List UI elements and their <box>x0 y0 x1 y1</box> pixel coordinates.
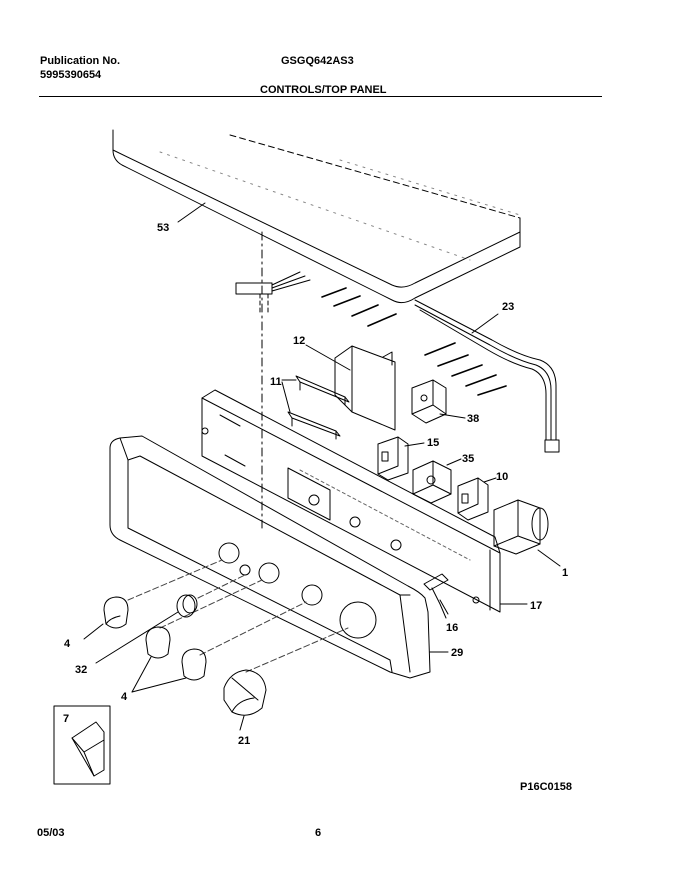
wire-connector-part <box>235 271 311 313</box>
callout-4-top: 4 <box>64 638 71 650</box>
switch-part-15 <box>377 436 425 481</box>
callout-11: 11 <box>270 376 282 388</box>
top-panel-part <box>112 129 521 304</box>
publication-label: Publication No. <box>40 55 121 67</box>
model-number: GSGQ642AS3 <box>281 55 354 67</box>
knob-part-32 <box>95 594 198 664</box>
callout-35: 35 <box>462 453 474 465</box>
callout-23: 23 <box>502 301 514 313</box>
switch-part-35 <box>412 458 462 504</box>
knob-part-4-top <box>83 596 129 640</box>
callout-29: 29 <box>451 647 463 659</box>
header-rule <box>39 96 602 97</box>
callout-1: 1 <box>562 567 568 579</box>
callout-12: 12 <box>293 335 305 347</box>
callout-10: 10 <box>496 471 508 483</box>
section-title: CONTROLS/TOP PANEL <box>260 84 387 96</box>
callout-4-bottom: 4 <box>121 691 128 703</box>
timer-part <box>493 499 561 567</box>
bracket-part <box>305 344 396 431</box>
knob-part-21 <box>223 669 267 731</box>
inset-box-7 <box>53 705 111 785</box>
callout-38: 38 <box>467 413 479 425</box>
callout-32: 32 <box>75 664 87 676</box>
callout-53: 53 <box>157 222 169 234</box>
console-part <box>109 435 449 679</box>
publication-number: 5995390654 <box>40 69 102 81</box>
callout-16: 16 <box>446 622 458 634</box>
callout-7: 7 <box>63 713 69 725</box>
wire-harness-part <box>321 287 560 453</box>
switch-part-38 <box>411 379 466 424</box>
callout-15: 15 <box>427 437 439 449</box>
footer-date: 05/03 <box>37 827 65 839</box>
bulb-part <box>423 573 449 619</box>
control-panel-part <box>201 389 528 613</box>
knob-parts-4 <box>131 626 207 693</box>
switch-part-10 <box>457 477 497 521</box>
diagram-code: P16C0158 <box>520 781 572 793</box>
callout-17: 17 <box>530 600 542 612</box>
page-number: 6 <box>315 827 322 839</box>
clip-parts <box>281 375 350 440</box>
callout-21: 21 <box>238 735 250 747</box>
